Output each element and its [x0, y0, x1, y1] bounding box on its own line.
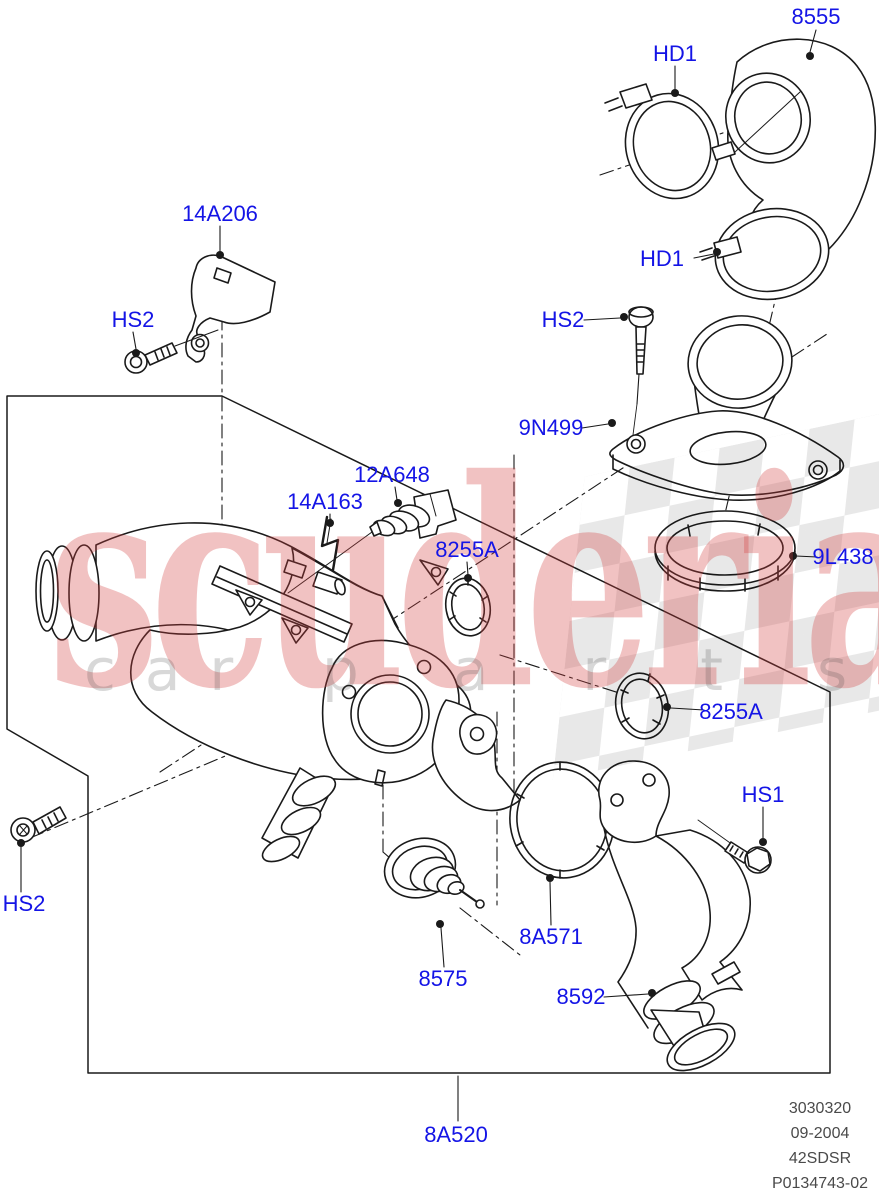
catalog-ref-line-1: 3030320 — [788, 1100, 852, 1117]
part-label-8A520[interactable]: 8A520 — [424, 1122, 488, 1147]
part-8575-thermostat — [383, 837, 485, 909]
leader-line-HD1 — [693, 253, 715, 259]
part-12A648-sensor — [287, 489, 457, 594]
part-HS2-bolt-top-left — [124, 329, 219, 374]
leader-dot-HS1 — [759, 838, 767, 846]
part-label-8A571[interactable]: 8A571 — [519, 924, 583, 949]
part-HS1-bolt — [697, 819, 772, 874]
part-8255A-oring-1 — [444, 577, 492, 637]
part-label-9L438[interactable]: 9L438 — [812, 544, 874, 569]
part-label-HD1[interactable]: HD1 — [652, 41, 698, 66]
leader-dot-14A206 — [216, 251, 224, 259]
callout-leader-lines — [17, 29, 818, 1122]
leader-line-8555 — [809, 29, 817, 53]
catalog-ref-line-3: 42SDSR — [788, 1150, 852, 1167]
part-label-9N499[interactable]: 9N499 — [518, 415, 584, 440]
leader-dot-8575 — [436, 920, 444, 928]
leader-line-8255A — [670, 707, 705, 711]
leader-dot-HS2 — [620, 313, 628, 321]
leader-line-9N499 — [581, 423, 609, 429]
catalog-reference-block: 3030320 09-2004 42SDSR P0134743-02 — [735, 1096, 879, 1196]
part-label-HS2[interactable]: HS2 — [2, 891, 46, 916]
leader-line-8575 — [440, 927, 445, 968]
part-label-14A206[interactable]: 14A206 — [182, 201, 258, 226]
part-label-8255A[interactable]: 8255A — [435, 537, 499, 562]
leader-line-8255A — [466, 561, 469, 576]
part-8255A-oring-2 — [614, 672, 670, 740]
part-label-8592[interactable]: 8592 — [556, 984, 606, 1009]
leader-dot-HS2 — [132, 349, 140, 357]
catalog-ref-line-2: 09-2004 — [790, 1125, 850, 1142]
leader-dot-8255A — [663, 703, 671, 711]
part-label-14A163[interactable]: 14A163 — [287, 489, 363, 514]
part-label-HS2[interactable]: HS2 — [541, 307, 585, 332]
part-HS2-bolt-bottom-left — [10, 806, 67, 843]
leader-dot-8255A — [464, 574, 472, 582]
leader-line-8A571 — [549, 881, 552, 926]
leader-line-8592 — [603, 993, 649, 998]
leader-line-HS2 — [583, 317, 621, 321]
leader-dot-9N499 — [608, 419, 616, 427]
part-label-HS1[interactable]: HS1 — [741, 782, 785, 807]
part-label-8255A[interactable]: 8255A — [699, 699, 763, 724]
leader-dot-8A571 — [546, 874, 554, 882]
leader-dot-HD1 — [713, 248, 721, 256]
leader-line-12A648 — [394, 486, 398, 501]
part-HS2-bolt-right — [628, 306, 654, 459]
leader-dot-8555 — [806, 52, 814, 60]
leader-dot-14A163 — [326, 519, 334, 527]
part-label-12A648[interactable]: 12A648 — [354, 462, 430, 487]
leader-dot-12A648 — [394, 499, 402, 507]
leader-dot-HS2 — [17, 839, 25, 847]
part-label-8575[interactable]: 8575 — [418, 966, 468, 991]
catalog-ref-line-4: P0134743-02 — [771, 1175, 869, 1192]
part-8A520-thermostat-housing — [35, 522, 521, 863]
part-9L438-seal-ring — [654, 510, 796, 592]
part-label-8555[interactable]: 8555 — [791, 4, 841, 29]
part-label-HD1[interactable]: HD1 — [639, 246, 685, 271]
leader-dot-HD1 — [671, 89, 679, 97]
leader-line-9L438 — [795, 555, 818, 558]
leader-dot-9L438 — [789, 552, 797, 560]
assembly-box — [6, 395, 831, 1074]
leader-dot-8592 — [648, 989, 656, 997]
leader-line-HS2 — [132, 331, 137, 350]
part-8592-outlet-elbow — [597, 760, 751, 1072]
part-HD1-clamp-upper — [604, 83, 736, 200]
part-9N499-water-outlet — [609, 315, 845, 501]
part-HD1-clamp-lower — [699, 207, 830, 301]
part-label-HS2[interactable]: HS2 — [111, 307, 155, 332]
